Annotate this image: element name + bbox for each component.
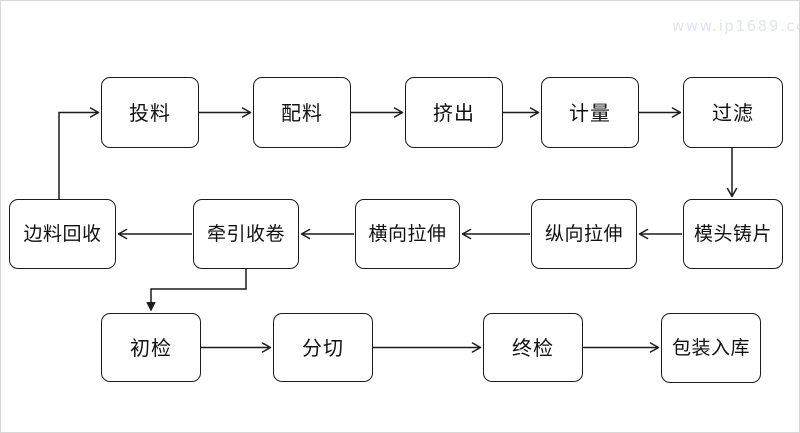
node-jiliang[interactable]: 计量 bbox=[541, 77, 639, 148]
node-label-bianliaohuishou: 边料回收 bbox=[23, 222, 102, 245]
node-guolv[interactable]: 过滤 bbox=[683, 77, 783, 148]
node-label-motouzhupian: 模头铸片 bbox=[693, 222, 772, 245]
node-chujian[interactable]: 初检 bbox=[101, 313, 201, 382]
node-zongxianglashen[interactable]: 纵向拉伸 bbox=[531, 199, 637, 269]
node-hengxianglashen[interactable]: 横向拉伸 bbox=[355, 199, 460, 269]
watermark-text: www.ip1689.com bbox=[672, 17, 799, 35]
node-label-fenqie: 分切 bbox=[302, 335, 344, 360]
node-label-guolv: 过滤 bbox=[712, 100, 754, 125]
node-label-chujian: 初检 bbox=[130, 335, 172, 360]
node-label-jiliang: 计量 bbox=[569, 100, 611, 125]
node-label-zhongjian: 终检 bbox=[512, 335, 554, 360]
edge-qianyinshoujuan-chujian bbox=[146, 269, 247, 311]
node-label-hengxianglashen: 横向拉伸 bbox=[368, 222, 447, 245]
edge-bianliaohuishou-touliao bbox=[58, 107, 100, 199]
node-jichu[interactable]: 挤出 bbox=[405, 77, 503, 148]
node-peiliao[interactable]: 配料 bbox=[253, 77, 351, 148]
node-label-qianyinshoujuan: 牵引收卷 bbox=[206, 222, 285, 245]
node-baozhuangruku[interactable]: 包装入库 bbox=[661, 313, 761, 383]
node-touliao[interactable]: 投料 bbox=[101, 77, 199, 148]
node-fenqie[interactable]: 分切 bbox=[273, 313, 373, 382]
node-motouzhupian[interactable]: 模头铸片 bbox=[683, 199, 783, 269]
node-bianliaohuishou[interactable]: 边料回收 bbox=[9, 199, 116, 269]
node-qianyinshoujuan[interactable]: 牵引收卷 bbox=[193, 199, 299, 269]
node-label-touliao: 投料 bbox=[129, 100, 171, 125]
node-zhongjian[interactable]: 终检 bbox=[483, 313, 583, 382]
node-label-peiliao: 配料 bbox=[281, 100, 323, 125]
node-label-jichu: 挤出 bbox=[433, 100, 475, 125]
node-label-baozhuangruku: 包装入库 bbox=[671, 336, 750, 359]
node-label-zongxianglashen: 纵向拉伸 bbox=[544, 222, 623, 245]
